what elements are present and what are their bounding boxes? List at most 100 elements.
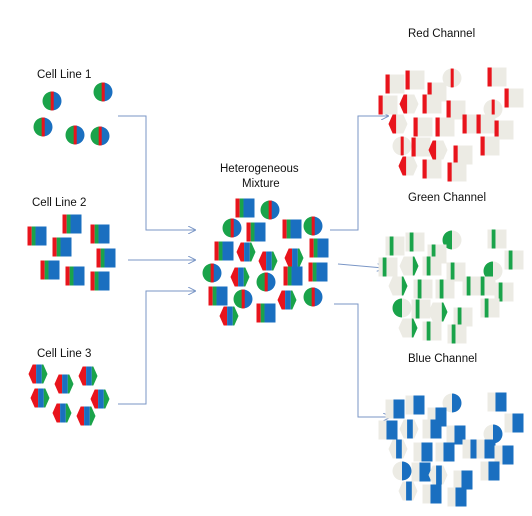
- blue-channel-cell-4: [487, 392, 507, 412]
- red-channel-cell-7: [399, 94, 419, 114]
- blue-channel-cell-11: [504, 413, 524, 433]
- red-channel-cell-9: [446, 100, 466, 120]
- green-channel-group: [378, 229, 524, 344]
- blue-channel-cell-6: [378, 420, 398, 440]
- mixture-group: [202, 198, 329, 326]
- red-channel-cell-17: [494, 120, 514, 140]
- green-channel-label: Green Channel: [408, 192, 486, 204]
- green-channel-cell-25: [447, 324, 467, 344]
- green-channel-cell-2: [405, 232, 425, 252]
- green-channel-cell-3: [442, 230, 462, 250]
- square-cell-3: [90, 224, 110, 244]
- square-cell-1: [62, 214, 82, 234]
- red-channel-cell-19: [411, 137, 431, 157]
- hexagon-cell-2: [54, 374, 74, 394]
- green-channel-cell-22: [480, 298, 500, 318]
- mixture-title-line-1: Heterogeneous: [220, 163, 299, 175]
- square-cell-4: [52, 237, 72, 257]
- green-channel-cell-9: [446, 262, 466, 282]
- red-channel-group: [378, 67, 524, 182]
- mixture-cell-15: [283, 266, 303, 286]
- arrow-cell-line-1-to-mixture: [118, 115, 195, 230]
- cell-line-3-label: Cell Line 3: [37, 348, 92, 360]
- red-channel-cell-3: [442, 68, 462, 88]
- mixture-cell-21: [219, 306, 239, 326]
- mixture-cell-17: [208, 286, 228, 306]
- green-channel-cell-23: [398, 318, 418, 338]
- square-cell-6: [65, 266, 85, 286]
- blue-channel-cell-7: [399, 419, 419, 439]
- arrow-cell-line-3-to-mixture: [118, 291, 195, 405]
- hexagon-cell-4: [30, 388, 50, 408]
- mixture-cell-18: [233, 289, 253, 309]
- green-channel-cell-13: [413, 279, 433, 299]
- mixture-cell-16: [308, 262, 328, 282]
- green-channel-cell-7: [399, 256, 419, 276]
- mixture-cell-1: [235, 198, 255, 218]
- mixture-cell-8: [236, 242, 256, 262]
- green-channel-cell-4: [487, 229, 507, 249]
- green-channel-cell-21: [453, 307, 473, 327]
- mixture-cell-19: [277, 290, 297, 310]
- cell-line-2-label: Cell Line 2: [32, 197, 87, 209]
- arrow-mixture-to-green-channel: [337, 264, 384, 268]
- red-channel-cell-12: [388, 114, 408, 134]
- circle-cell-1: [42, 91, 62, 111]
- red-channel-cell-11: [504, 88, 524, 108]
- blue-channel-cell-25: [447, 487, 467, 507]
- mixture-cell-11: [309, 238, 329, 258]
- red-channel-cell-4: [487, 67, 507, 87]
- circle-cell-4: [65, 125, 85, 145]
- blue-channel-cell-16: [476, 439, 496, 459]
- mixture-cell-12: [202, 263, 222, 283]
- blue-channel-cell-9: [446, 425, 466, 445]
- green-channel-cell-1: [385, 236, 405, 256]
- blue-channel-cell-2: [405, 395, 425, 415]
- blue-channel-cell-21: [453, 470, 473, 490]
- hexagon-cell-3: [78, 366, 98, 386]
- green-channel-cell-18: [392, 298, 412, 318]
- red-channel-cell-6: [378, 95, 398, 115]
- cell-line-1-label: Cell Line 1: [37, 69, 92, 81]
- red-channel-cell-25: [447, 162, 467, 182]
- green-channel-cell-6: [378, 257, 398, 277]
- blue-channel-label: Blue Channel: [408, 353, 478, 365]
- mixture-cell-6: [282, 219, 302, 239]
- hexagon-cell-7: [76, 406, 96, 426]
- green-channel-cell-14: [435, 279, 455, 299]
- hexagon-cell-5: [90, 389, 110, 409]
- hexagon-cell-1: [28, 364, 48, 384]
- red-channel-cell-18: [392, 136, 412, 156]
- red-channel-cell-2: [405, 70, 425, 90]
- arrow-mixture-to-blue-channel: [334, 303, 390, 417]
- hexagon-cell-6: [52, 403, 72, 423]
- red-channel-cell-14: [435, 117, 455, 137]
- blue-channel-cell-22: [480, 461, 500, 481]
- green-channel-cell-19: [411, 299, 431, 319]
- mixture-cell-10: [284, 248, 304, 268]
- mixture-cell-22: [256, 303, 276, 323]
- red-channel-label: Red Channel: [408, 28, 476, 40]
- cell-line-1-group: [33, 82, 113, 146]
- red-channel-cell-10: [483, 99, 503, 119]
- blue-channel-cell-23: [398, 481, 418, 501]
- green-channel-cell-11: [504, 250, 524, 270]
- blue-channel-cell-13: [413, 442, 433, 462]
- red-channel-cell-8: [422, 94, 442, 114]
- mixture-cell-7: [214, 241, 234, 261]
- red-channel-cell-13: [413, 117, 433, 137]
- circle-cell-3: [33, 117, 53, 137]
- blue-channel-cell-19: [411, 462, 431, 482]
- green-channel-cell-24: [422, 321, 442, 341]
- blue-channel-cell-10: [483, 424, 503, 444]
- red-channel-cell-1: [385, 74, 405, 94]
- mixture-cell-20: [303, 287, 323, 307]
- mixture-cell-2: [260, 200, 280, 220]
- mixture-cell-14: [256, 272, 276, 292]
- square-cell-5: [40, 260, 60, 280]
- red-channel-cell-16: [476, 114, 496, 134]
- blue-channel-group: [378, 392, 524, 507]
- green-channel-cell-10: [483, 261, 503, 281]
- green-channel-cell-20: [428, 302, 448, 322]
